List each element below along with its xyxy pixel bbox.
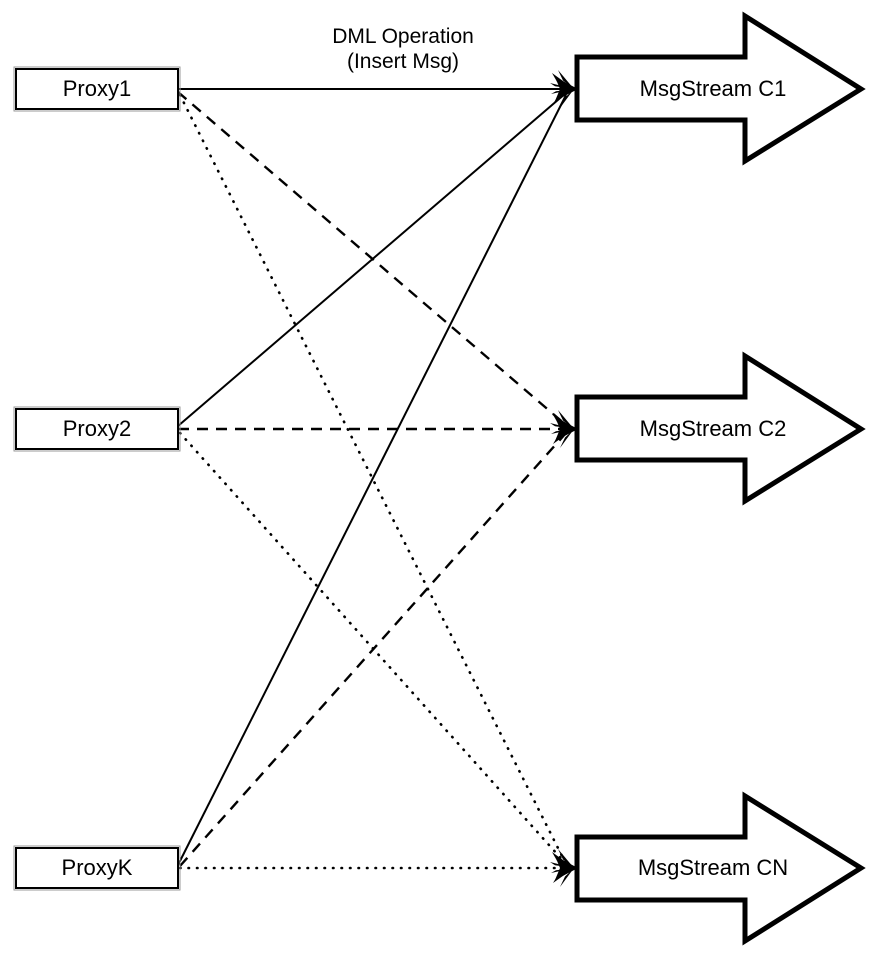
- arrowhead-spike-stream_c2-2: [551, 429, 574, 434]
- proxy-box-proxyk[interactable]: [15, 847, 179, 889]
- arrowheads-layer: [550, 70, 578, 887]
- arrowhead-spike-stream_cn-5: [560, 868, 574, 887]
- proxy-label-proxyk: ProxyK: [62, 855, 133, 880]
- proxy-label-proxy1: Proxy1: [63, 76, 131, 101]
- edge-label-line-1: DML Operation: [332, 25, 474, 48]
- arrowhead-spike-stream_cn-4: [558, 849, 574, 868]
- edge-label: DML Operation (Insert Msg): [332, 25, 474, 73]
- arrowhead-spike-stream_cn-2: [551, 868, 574, 873]
- arrowhead-spike-stream_c2-5: [560, 429, 574, 448]
- connection-proxyk-to-c1: [177, 94, 567, 866]
- arrowhead-spike-stream_cn-0: [552, 852, 574, 868]
- stream-label-stream_c1: MsgStream C1: [640, 76, 787, 101]
- stream-arrow-shape-stream_cn[interactable]: [574, 791, 866, 946]
- streams-layer: MsgStream C1 MsgStream C2 MsgStream CN: [574, 11, 866, 946]
- arrowhead-spike-stream_c1-1: [550, 83, 574, 89]
- arrowhead-spike-stream_cn-3: [553, 868, 574, 883]
- edge-label-line-2: (Insert Msg): [347, 50, 459, 73]
- arrowhead-spike-stream_cn-1: [550, 862, 574, 868]
- connection-proxy1-to-cn: [178, 93, 568, 866]
- connections-layer: [177, 88, 568, 870]
- proxy-node-proxy2[interactable]: Proxy2: [13, 406, 181, 452]
- arrowhead-spike-stream_c1-3: [553, 89, 574, 104]
- arrowhead-spike-stream_c1-0: [552, 73, 574, 89]
- arrowhead-spike-stream_c1-4: [558, 70, 574, 89]
- arrowhead-spike-stream_c2-1: [550, 423, 574, 429]
- proxy-label-proxy2: Proxy2: [63, 416, 131, 441]
- arrowhead-spike-stream_c2-0: [552, 413, 574, 429]
- proxy-box-outline-proxyk: [13, 845, 181, 891]
- stream-node-stream_c2[interactable]: MsgStream C2: [574, 351, 866, 506]
- connection-proxyk-to-c2: [179, 432, 567, 867]
- proxy-node-proxyk[interactable]: ProxyK: [13, 845, 181, 891]
- arrowhead-spike-stream_c1-2: [551, 89, 574, 94]
- stream-node-stream_c1[interactable]: MsgStream C1: [574, 11, 866, 166]
- connection-proxy2-to-c1: [177, 92, 567, 427]
- proxy-box-proxy1[interactable]: [15, 68, 179, 110]
- proxy-box-proxy2[interactable]: [15, 408, 179, 450]
- stream-label-stream_cn: MsgStream CN: [638, 855, 788, 880]
- arrowhead-spike-stream_c2-4: [558, 410, 574, 429]
- stream-arrow-shape-stream_c1[interactable]: [574, 11, 866, 166]
- stream-node-stream_cn[interactable]: MsgStream CN: [574, 791, 866, 946]
- proxy-box-outline-proxy2: [13, 406, 181, 452]
- arrowhead-spike-stream_c1-5: [560, 89, 574, 108]
- arrowhead-spike-stream_c2-3: [553, 429, 574, 444]
- stream-arrow-shape-stream_c2[interactable]: [574, 351, 866, 506]
- proxy-box-outline-proxy1: [13, 66, 181, 112]
- stream-label-stream_c2: MsgStream C2: [640, 416, 787, 441]
- proxy-node-proxy1[interactable]: Proxy1: [13, 66, 181, 112]
